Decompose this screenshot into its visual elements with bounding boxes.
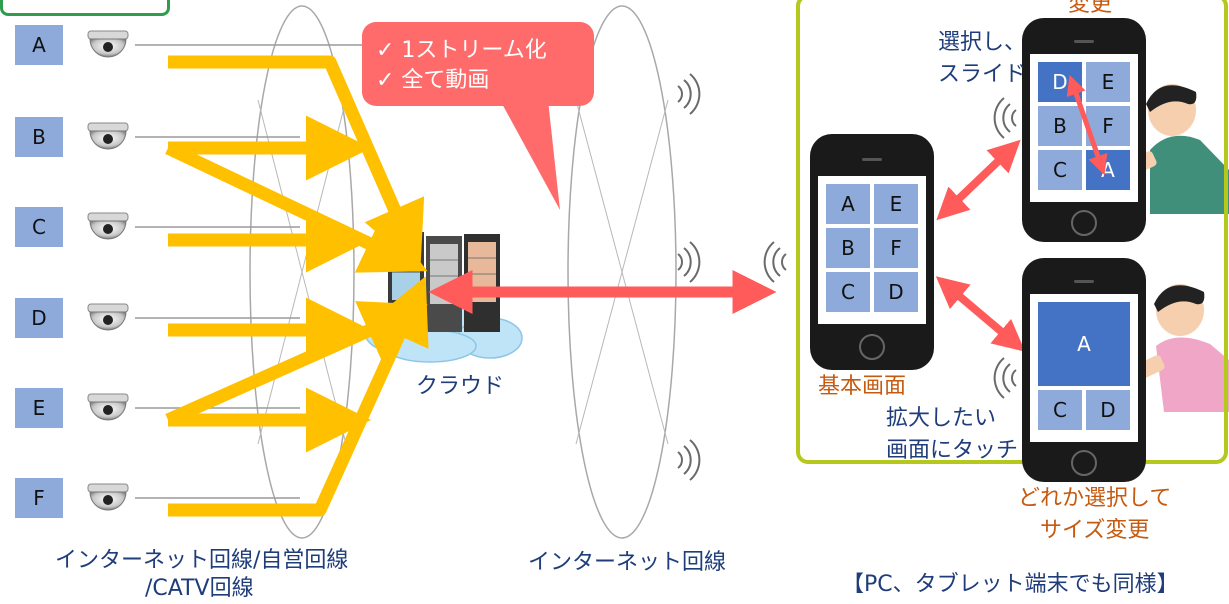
speech-bubble bbox=[362, 22, 594, 210]
camera-label-f: F bbox=[15, 478, 63, 518]
grid-cell[interactable]: B bbox=[826, 228, 870, 268]
zoom-caption-line1: どれか選択して bbox=[1018, 486, 1172, 511]
feed-arrows bbox=[165, 55, 429, 517]
signal-icon-phone-top bbox=[993, 97, 1017, 139]
camera-icon-e bbox=[87, 393, 129, 421]
camera-icon-c bbox=[87, 212, 129, 240]
feed-arrow-a bbox=[168, 55, 425, 269]
person-icon-bottom bbox=[1133, 284, 1229, 412]
camera-icon-b bbox=[87, 122, 129, 150]
camera-label-b: B bbox=[15, 117, 63, 157]
camera-label-d: D bbox=[15, 298, 63, 338]
grid-cell[interactable]: D bbox=[874, 272, 918, 312]
section-tag bbox=[0, 0, 170, 16]
grid-cell[interactable]: C bbox=[826, 272, 870, 312]
camera-icon-f bbox=[87, 483, 129, 511]
grid-cell[interactable]: A bbox=[826, 184, 870, 224]
signal-icon-phone-basic bbox=[763, 241, 787, 283]
phone-speaker bbox=[1074, 280, 1094, 283]
slide-label-line1: 選択し、 bbox=[938, 30, 1027, 55]
phone-zoom: A C D bbox=[1022, 258, 1146, 482]
phone-basic: A E B F C D bbox=[810, 134, 934, 370]
bubble-text: ✓ 1ストリーム化 ✓ 全て動画 bbox=[376, 36, 547, 96]
swap-arrow-bottom bbox=[935, 276, 1026, 352]
network-left-label-line1: インターネット回線/自営回線 bbox=[55, 548, 349, 573]
zoom-label-line1: 拡大したい bbox=[886, 406, 997, 431]
signal-icon-middle bbox=[677, 241, 701, 283]
top-header-partial: 変更 bbox=[1068, 0, 1113, 17]
network-right-label: インターネット回線 bbox=[528, 550, 727, 575]
phone-speaker bbox=[862, 158, 882, 161]
cloud-label: クラウド bbox=[416, 374, 505, 399]
zoom-caption-line2: サイズ変更 bbox=[1040, 518, 1150, 543]
grid-cell[interactable]: E bbox=[874, 184, 918, 224]
person-icon-top bbox=[1125, 84, 1229, 214]
camera-icon-d bbox=[87, 303, 129, 331]
camera-label-c: C bbox=[15, 207, 63, 247]
home-button-icon[interactable] bbox=[1071, 210, 1097, 236]
swap-arrow-top bbox=[936, 139, 1021, 221]
grid-cell-enlarged[interactable]: A bbox=[1038, 302, 1130, 386]
zoom-label-line2: 画面にタッチ bbox=[886, 438, 1019, 463]
grid-cell[interactable]: F bbox=[874, 228, 918, 268]
footer-note: 【PC、タブレット端末でも同様】 bbox=[842, 572, 1179, 597]
feed-arrow-f bbox=[168, 276, 429, 517]
phone-speaker bbox=[1074, 40, 1094, 43]
signal-icon-top bbox=[677, 73, 701, 115]
swap-arrow-inner bbox=[1066, 74, 1108, 176]
home-button-icon[interactable] bbox=[859, 334, 885, 360]
grid-cell[interactable]: C bbox=[1038, 390, 1082, 430]
home-button-icon[interactable] bbox=[1071, 450, 1097, 476]
signal-icon-bottom bbox=[677, 439, 701, 481]
bubble-line-1: ✓ 1ストリーム化 bbox=[376, 38, 547, 63]
phone-screen: A C D bbox=[1030, 294, 1138, 442]
camera-label-a: A bbox=[15, 25, 63, 65]
phone-basic-caption: 基本画面 bbox=[818, 374, 907, 399]
bubble-line-2: ✓ 全て動画 bbox=[376, 68, 490, 93]
device-panel-frame bbox=[796, 0, 1228, 464]
camera-label-e: E bbox=[15, 388, 63, 428]
signal-icon-phone-bottom bbox=[993, 357, 1017, 399]
camera-icon-a bbox=[87, 30, 129, 58]
phone-screen: A E B F C D bbox=[818, 176, 926, 324]
slide-label-line2: スライド bbox=[938, 62, 1027, 87]
network-left-label-line2: /CATV回線 bbox=[145, 576, 254, 601]
grid-cell[interactable]: D bbox=[1086, 390, 1130, 430]
